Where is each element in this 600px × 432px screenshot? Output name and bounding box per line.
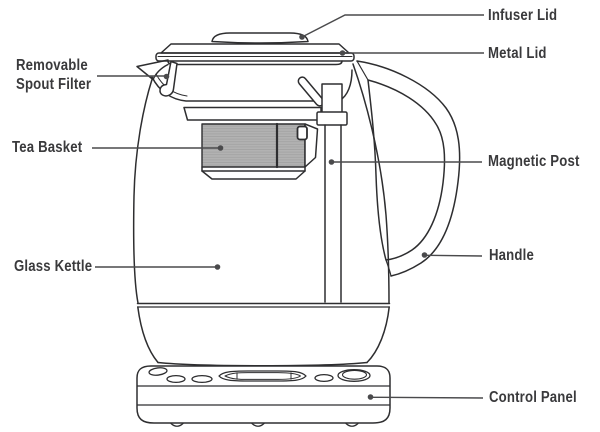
basket-lever: [297, 76, 325, 107]
base-feet: [170, 422, 359, 427]
label-handle: Handle: [489, 247, 534, 264]
label-control-panel: Control Panel: [489, 389, 577, 406]
leader-metal-lid: [339, 50, 484, 56]
button-4: [314, 373, 334, 383]
display-slot: [218, 370, 307, 382]
label-removable-spout-filter: Removable Spout Filter: [16, 57, 92, 93]
button-2: [166, 374, 186, 384]
glass-kettle-body: [132, 63, 391, 367]
label-infuser-lid: Infuser Lid: [488, 7, 558, 24]
leader-lines: [92, 14, 484, 400]
leader-control-panel: [367, 394, 484, 400]
button-3: [191, 374, 213, 384]
label-metal-lid: Metal Lid: [488, 45, 547, 62]
basket-clip: [296, 125, 308, 141]
leader-glass-kettle: [95, 264, 221, 270]
label-magnetic-post: Magnetic Post: [488, 153, 580, 170]
basket-mesh: [201, 123, 306, 168]
infuser-lid-knob: [211, 32, 309, 44]
metal-lid-shape: [155, 43, 355, 66]
magnetic-post-shape: [316, 83, 348, 303]
leader-handle: [421, 252, 483, 258]
control-buttons: [148, 367, 371, 384]
label-tea-basket: Tea Basket: [12, 139, 83, 156]
leader-removable-spout-filter: [97, 73, 170, 80]
dial-button-inner: [341, 369, 368, 380]
spout-filter-shape: [136, 59, 178, 97]
label-glass-kettle: Glass Kettle: [14, 258, 93, 275]
leader-tea-basket: [92, 145, 224, 151]
tea-basket-shape: [183, 76, 325, 180]
control-panel-base: [136, 365, 391, 427]
leader-magnetic-post: [328, 159, 482, 165]
handle-shape: [356, 60, 461, 277]
leader-infuser-lid: [299, 14, 484, 40]
power-button: [148, 367, 168, 376]
